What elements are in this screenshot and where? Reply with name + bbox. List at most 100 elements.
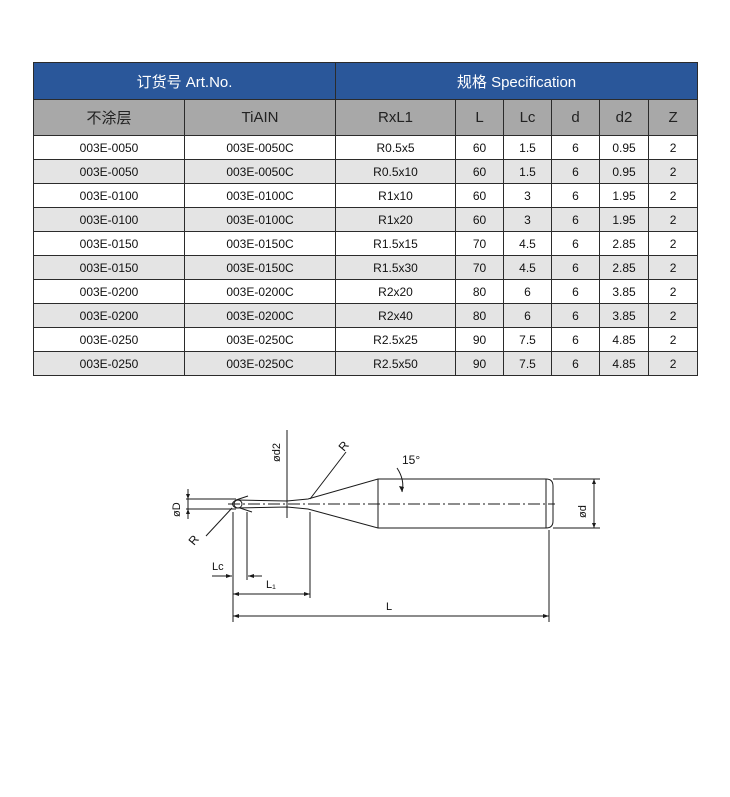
table-cell: 1.5: [503, 159, 553, 184]
table-cell: 003E-0250: [33, 351, 185, 376]
l1-label: L₁: [266, 579, 276, 591]
table-cell: 7.5: [503, 327, 553, 352]
l-label: L: [386, 601, 392, 613]
table-cell: 003E-0050C: [183, 159, 337, 184]
table-cell: 6: [551, 231, 601, 256]
table-cell: 90: [455, 351, 505, 376]
table-cell: 003E-0100C: [183, 183, 337, 208]
d-label: ød: [577, 505, 589, 518]
specification-group-header: 规格 Specification: [335, 62, 699, 100]
table-cell: R0.5x10: [335, 159, 457, 184]
table-cell: 003E-0050: [33, 159, 185, 184]
table-cell: R1.5x15: [335, 231, 457, 256]
d-small-label: øD: [171, 502, 183, 517]
table-cell: 4.5: [503, 231, 553, 256]
table-cell: 6: [551, 303, 601, 328]
table-cell: 6: [551, 207, 601, 232]
table-cell: 70: [455, 231, 505, 256]
angle-label: 15°: [402, 453, 420, 467]
table-cell: 003E-0150C: [183, 231, 337, 256]
end-mill-drawing: ød2 R 15° øD R ød Lc L₁ L: [171, 430, 600, 622]
table-cell: 3.85: [599, 303, 650, 328]
table-cell: 60: [455, 159, 505, 184]
table-cell: 003E-0150: [33, 255, 185, 280]
r-top-label: R: [336, 438, 353, 454]
table-cell: 003E-0150C: [183, 255, 337, 280]
table-cell: 80: [455, 279, 505, 304]
table-cell: 2: [648, 255, 699, 280]
table-cell: 003E-0100: [33, 183, 185, 208]
table-cell: 60: [455, 207, 505, 232]
table-cell: 4.5: [503, 255, 553, 280]
table-cell: 2: [648, 279, 699, 304]
table-cell: 60: [455, 135, 505, 160]
column-header: L: [455, 99, 505, 136]
table-cell: 60: [455, 183, 505, 208]
table-cell: 003E-0200C: [183, 279, 337, 304]
r-bottom-leader: [205, 507, 233, 537]
table-cell: 003E-0100: [33, 207, 185, 232]
table-cell: 6: [551, 279, 601, 304]
table-cell: 1.95: [599, 183, 650, 208]
table-cell: R1.5x30: [335, 255, 457, 280]
column-header: d: [551, 99, 601, 136]
table-cell: 2: [648, 327, 699, 352]
table-cell: 003E-0200C: [183, 303, 337, 328]
table-cell: 6: [503, 279, 553, 304]
table-cell: 2: [648, 351, 699, 376]
table-cell: 2: [648, 183, 699, 208]
column-header: Lc: [503, 99, 553, 136]
column-header: RxL1: [335, 99, 457, 136]
table-cell: 003E-0200: [33, 279, 185, 304]
table-cell: 003E-0100C: [183, 207, 337, 232]
table-cell: 80: [455, 303, 505, 328]
column-header: 不涂层: [33, 99, 185, 136]
table-cell: R2.5x50: [335, 351, 457, 376]
table-cell: R1x20: [335, 207, 457, 232]
table-cell: 0.95: [599, 159, 650, 184]
r-top-leader: [309, 451, 347, 500]
table-cell: 70: [455, 255, 505, 280]
table-cell: 7.5: [503, 351, 553, 376]
table-cell: 3.85: [599, 279, 650, 304]
table-cell: 003E-0250C: [183, 327, 337, 352]
table-cell: 1.95: [599, 207, 650, 232]
table-cell: 2: [648, 231, 699, 256]
table-cell: 6: [551, 159, 601, 184]
table-cell: R0.5x5: [335, 135, 457, 160]
art-no-group-header: 订货号 Art.No.: [32, 62, 337, 100]
table-cell: 003E-0050C: [183, 135, 337, 160]
table-cell: 6: [503, 303, 553, 328]
table-cell: 6: [551, 255, 601, 280]
table-cell: R2x40: [335, 303, 457, 328]
group-header-row: 订货号 Art.No. 规格 Specification: [32, 62, 699, 100]
table-cell: 2.85: [599, 231, 650, 256]
table-cell: 6: [551, 327, 601, 352]
d2-label: ød2: [271, 443, 283, 462]
table-cell: 90: [455, 327, 505, 352]
table-cell: 6: [551, 183, 601, 208]
r-bottom-label: R: [186, 532, 203, 548]
table-cell: 6: [551, 351, 601, 376]
table-cell: 4.85: [599, 327, 650, 352]
column-header: TiAIN: [183, 99, 337, 136]
table-cell: 003E-0050: [33, 135, 185, 160]
table-cell: R2x20: [335, 279, 457, 304]
table-cell: 1.5: [503, 135, 553, 160]
table-cell: 3: [503, 207, 553, 232]
table-cell: 003E-0150: [33, 231, 185, 256]
table-cell: 003E-0250C: [183, 351, 337, 376]
table-cell: 4.85: [599, 351, 650, 376]
table-cell: 6: [551, 135, 601, 160]
table-cell: R1x10: [335, 183, 457, 208]
